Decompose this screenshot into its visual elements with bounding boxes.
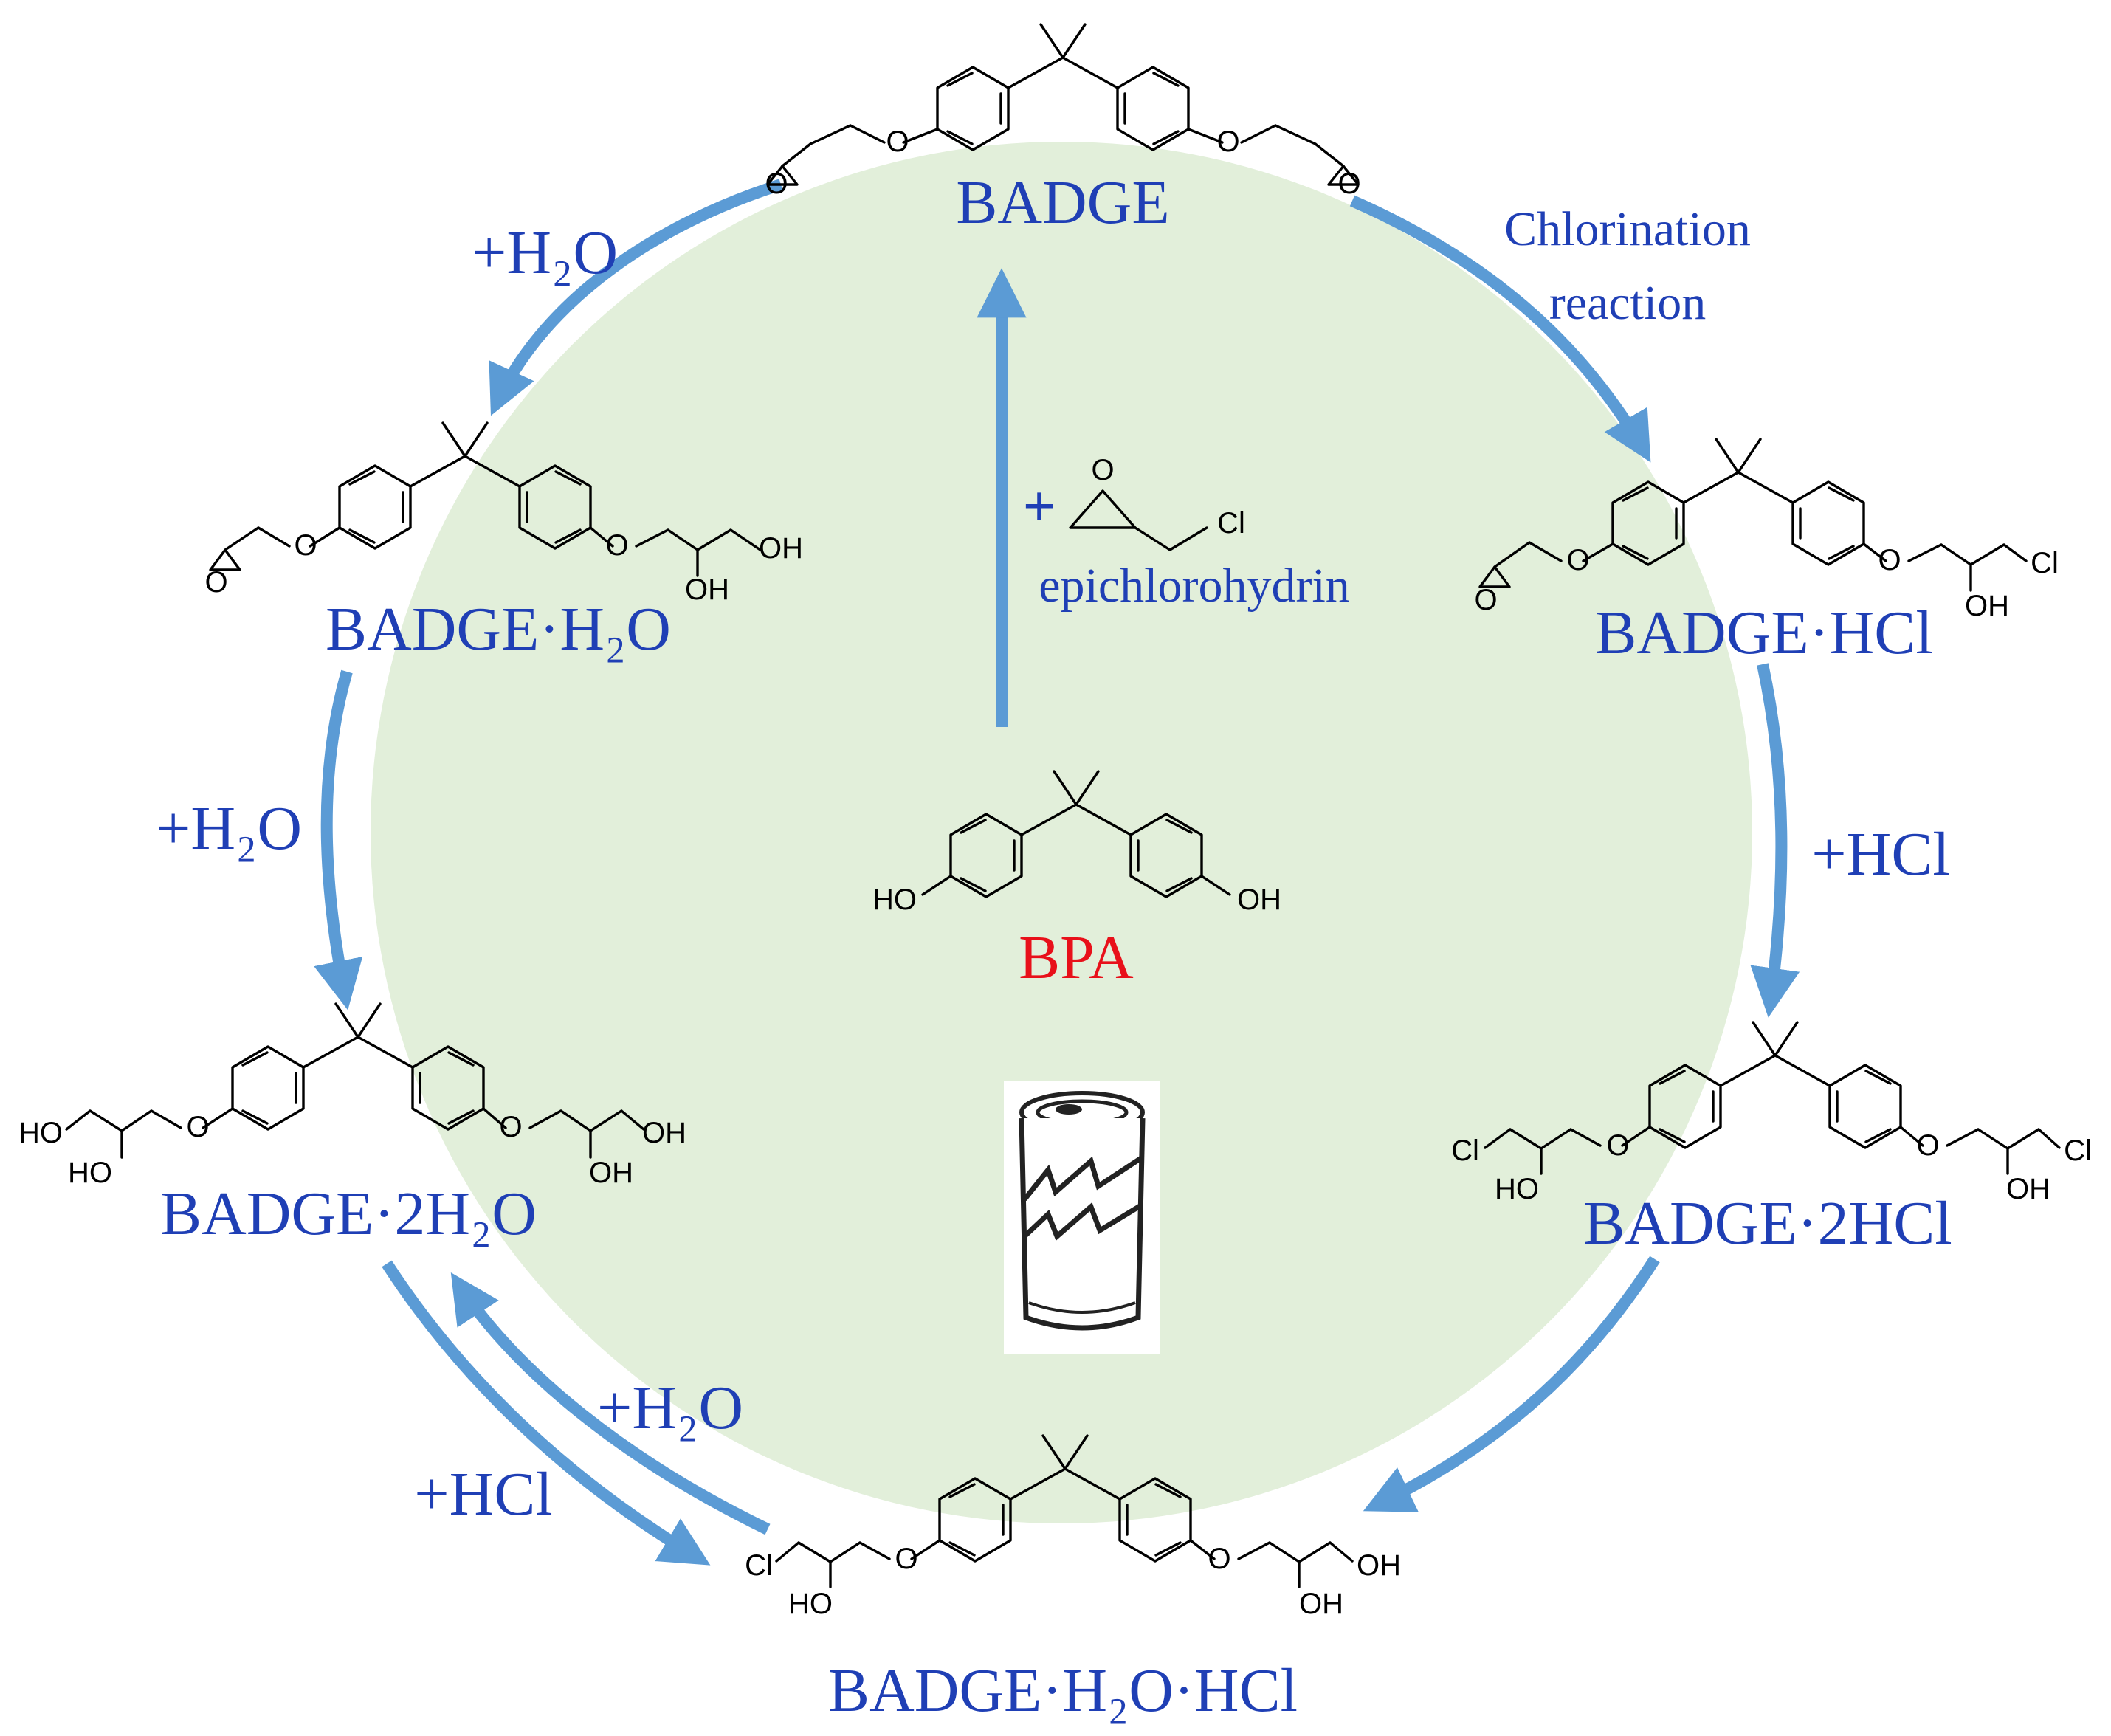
label-badge: BADGE: [956, 168, 1169, 237]
atom-cl: Cl: [2064, 1134, 2092, 1167]
arrow-badge-hcl-to-badge-2hcl: [1750, 663, 1800, 1018]
reaction-arrows: [314, 179, 1800, 1566]
label-epichlorohydrin: epichlorohydrin: [1039, 559, 1350, 613]
reagent-h2o-left: +H₂O: [156, 794, 302, 863]
soda-can-icon: [1004, 1081, 1160, 1354]
atom-oh: OH: [685, 574, 729, 606]
reagent-h2o-bottom: +H₂O: [597, 1374, 743, 1442]
reagent-hcl-bottom: +HCl: [414, 1460, 552, 1529]
atom-cl: Cl: [745, 1549, 773, 1582]
atom-oh: OH: [589, 1157, 633, 1189]
atom-o: O: [886, 125, 909, 158]
atom-o: O: [1878, 544, 1901, 576]
atom-o: O: [186, 1111, 209, 1143]
arrow-badge-2h2o-to-badge-h2o-hcl: [382, 1260, 711, 1566]
atom-o: O: [1606, 1129, 1629, 1162]
structure-bpa: HO OH: [872, 770, 1281, 916]
label-badge-2hcl: BADGE·2HCl: [1583, 1189, 1952, 1258]
arrow-badge-to-badge-hcl: [1349, 195, 1651, 463]
label-badge-h2o-hcl: BADGE·H₂O·HCl: [828, 1656, 1298, 1725]
atom-ho: HO: [68, 1157, 112, 1189]
arrow-badge-h2o-to-badge-2h2o: [314, 669, 363, 1010]
reagent-chlorination-line1: Chlorination: [1504, 202, 1751, 256]
background-circle: [371, 142, 1752, 1523]
atom-o: O: [204, 566, 227, 599]
label-badge-2h2o: BADGE·2H₂O: [160, 1179, 537, 1248]
atom-o: O: [294, 529, 317, 562]
atom-o: O: [1216, 125, 1239, 158]
plus-sign: +: [1023, 474, 1056, 538]
structure-badge-h2o-hcl: O HO Cl O OH OH: [745, 1434, 1401, 1620]
atom-o: O: [1474, 584, 1497, 616]
atom-ho: HO: [872, 884, 917, 916]
label-badge-h2o: BADGE·H₂O: [326, 595, 671, 664]
atom-oh: OH: [1237, 884, 1281, 916]
atom-oh: OH: [1965, 590, 2009, 622]
structure-epichlorohydrin: + O Cl: [1023, 454, 1245, 551]
structure-badge: O O O O: [765, 23, 1361, 200]
atom-ho: HO: [18, 1117, 63, 1149]
atom-ho: HO: [788, 1588, 833, 1620]
arrow-badge-2hcl-to-badge-h2o-hcl: [1363, 1256, 1660, 1512]
label-bpa: BPA: [1019, 923, 1134, 992]
arrow-badge-h2o-hcl-to-badge-2h2o: [450, 1272, 771, 1535]
arrow-badge-to-badge-h2o: [489, 179, 783, 416]
atom-o: O: [765, 168, 788, 200]
atom-o: O: [1916, 1129, 1939, 1162]
atom-oh: OH: [759, 532, 803, 565]
atom-ho: HO: [1495, 1173, 1539, 1205]
atom-oh: OH: [1299, 1588, 1343, 1620]
structure-badge-hcl: O O O OH Cl: [1474, 438, 2059, 622]
atom-o: O: [605, 529, 628, 562]
atom-cl: Cl: [1217, 507, 1245, 540]
structure-badge-h2o: O O O OH OH: [204, 421, 803, 606]
atom-cl: Cl: [2031, 547, 2059, 579]
atom-oh: OH: [2006, 1173, 2050, 1205]
atom-o: O: [1337, 168, 1360, 200]
reagent-h2o-top-left: +H₂O: [472, 218, 618, 287]
reagent-hcl-right: +HCl: [1811, 820, 1949, 889]
structure-badge-2h2o: O HO HO O OH OH: [18, 1002, 686, 1189]
atom-cl: Cl: [1451, 1134, 1479, 1167]
label-badge-hcl: BADGE·HCl: [1595, 599, 1932, 667]
atom-o: O: [1091, 454, 1114, 486]
atom-o: O: [895, 1543, 917, 1575]
atom-oh: OH: [642, 1117, 686, 1149]
atom-o: O: [1208, 1543, 1230, 1575]
atom-oh: OH: [1357, 1549, 1401, 1582]
structure-badge-2hcl: O HO Cl O OH Cl: [1451, 1021, 2092, 1205]
atom-o: O: [1566, 544, 1589, 576]
atom-o: O: [499, 1111, 522, 1143]
reagent-chlorination-line2: reaction: [1549, 276, 1707, 330]
